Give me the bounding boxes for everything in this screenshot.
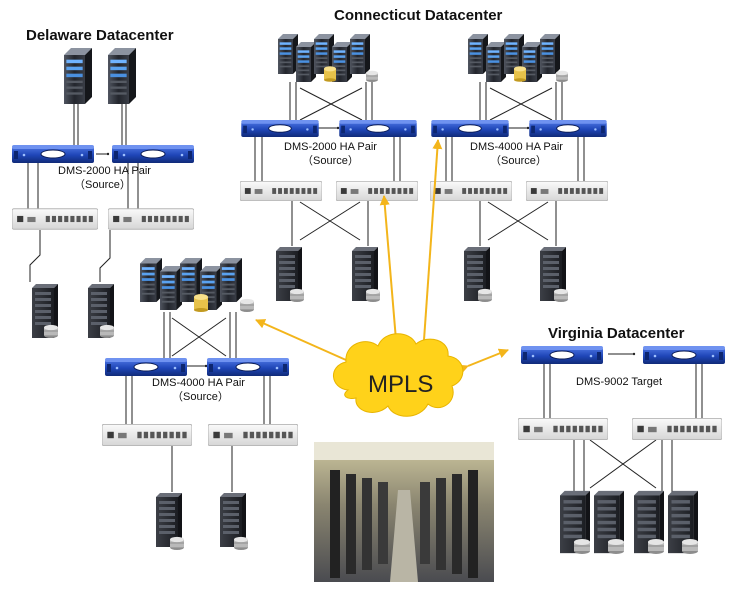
san-appliance-icon [240, 120, 320, 137]
connecticut-left-role-label: （Source） [302, 154, 359, 167]
connecticut-left-pair-label: DMS-2000 HA Pair [284, 141, 377, 153]
server-rack-icon [350, 34, 370, 74]
san-appliance-icon [338, 120, 418, 137]
database-icon [366, 70, 378, 82]
connecticut-title: Connecticut Datacenter [334, 7, 503, 24]
disk-icon [194, 294, 208, 312]
network-switch-icon [632, 418, 722, 440]
network-switch-icon [12, 208, 98, 230]
database-icon [290, 288, 304, 302]
server-rack-icon [296, 42, 316, 82]
delaware-title: Delaware Datacenter [26, 27, 174, 44]
network-switch-icon [518, 418, 608, 440]
virginia-storage [560, 490, 698, 554]
san-appliance-icon [104, 358, 188, 376]
database-icon [648, 538, 664, 554]
server-rack-icon [540, 34, 560, 74]
san-appliance-icon [528, 120, 608, 137]
network-switch-icon [208, 424, 298, 446]
network-switch-icon [430, 181, 512, 201]
mpls-cloud: MPLS [333, 333, 464, 417]
delaware-cables [27, 104, 139, 282]
virginia-title: Virginia Datacenter [548, 325, 685, 342]
database-icon [574, 538, 590, 554]
replication-links [255, 139, 509, 374]
connecticut-left-servers [278, 34, 378, 82]
virginia-cables [543, 352, 703, 492]
san-appliance-icon [430, 120, 510, 137]
database-icon [234, 536, 248, 550]
middle-cables [125, 312, 271, 492]
disk-icon [324, 66, 336, 82]
san-appliance-icon [206, 358, 290, 376]
database-icon [366, 288, 380, 302]
delaware-pair-label: DMS-2000 HA Pair [58, 165, 151, 177]
database-icon [682, 538, 698, 554]
middle-servers [140, 258, 254, 312]
san-appliance-icon [11, 145, 95, 163]
server-rack-icon [220, 258, 242, 302]
datacenter-photo [314, 442, 494, 582]
server-rack-icon [278, 34, 298, 74]
database-icon [556, 70, 568, 82]
mpls-label: MPLS [368, 371, 433, 398]
middle-role-label: （Source） [172, 390, 229, 403]
server-rack-icon [64, 48, 92, 104]
connecticut-right-role-label: （Source） [490, 154, 547, 167]
cloud-icon [333, 333, 464, 417]
network-switch-icon [526, 181, 608, 201]
connecticut-right-cables [445, 82, 585, 246]
network-switch-icon [240, 181, 322, 201]
database-icon [608, 538, 624, 554]
connecticut-right-pair-label: DMS-4000 HA Pair [470, 141, 563, 153]
database-icon [170, 536, 184, 550]
database-icon [44, 324, 58, 338]
database-icon [240, 298, 254, 312]
san-appliance-icon [642, 346, 726, 364]
network-switch-icon [108, 208, 194, 230]
san-appliance-icon [520, 346, 604, 364]
server-rack-icon [140, 258, 162, 302]
database-icon [100, 324, 114, 338]
server-rack-icon [108, 48, 136, 104]
delaware-servers [64, 48, 136, 104]
delaware-role-label: （Source） [74, 178, 131, 191]
server-rack-icon [468, 34, 488, 74]
database-icon [478, 288, 492, 302]
san-appliance-icon [111, 145, 195, 163]
disk-icon [514, 66, 526, 82]
virginia-pair-label: DMS-9002 Target [576, 376, 662, 388]
connecticut-left-cables [254, 82, 401, 246]
database-icon [554, 288, 568, 302]
middle-pair-label: DMS-4000 HA Pair [152, 377, 245, 389]
network-switch-icon [102, 424, 192, 446]
server-rack-icon [160, 266, 182, 310]
connecticut-right-servers [468, 34, 568, 82]
network-switch-icon [336, 181, 418, 201]
server-rack-icon [486, 42, 506, 82]
